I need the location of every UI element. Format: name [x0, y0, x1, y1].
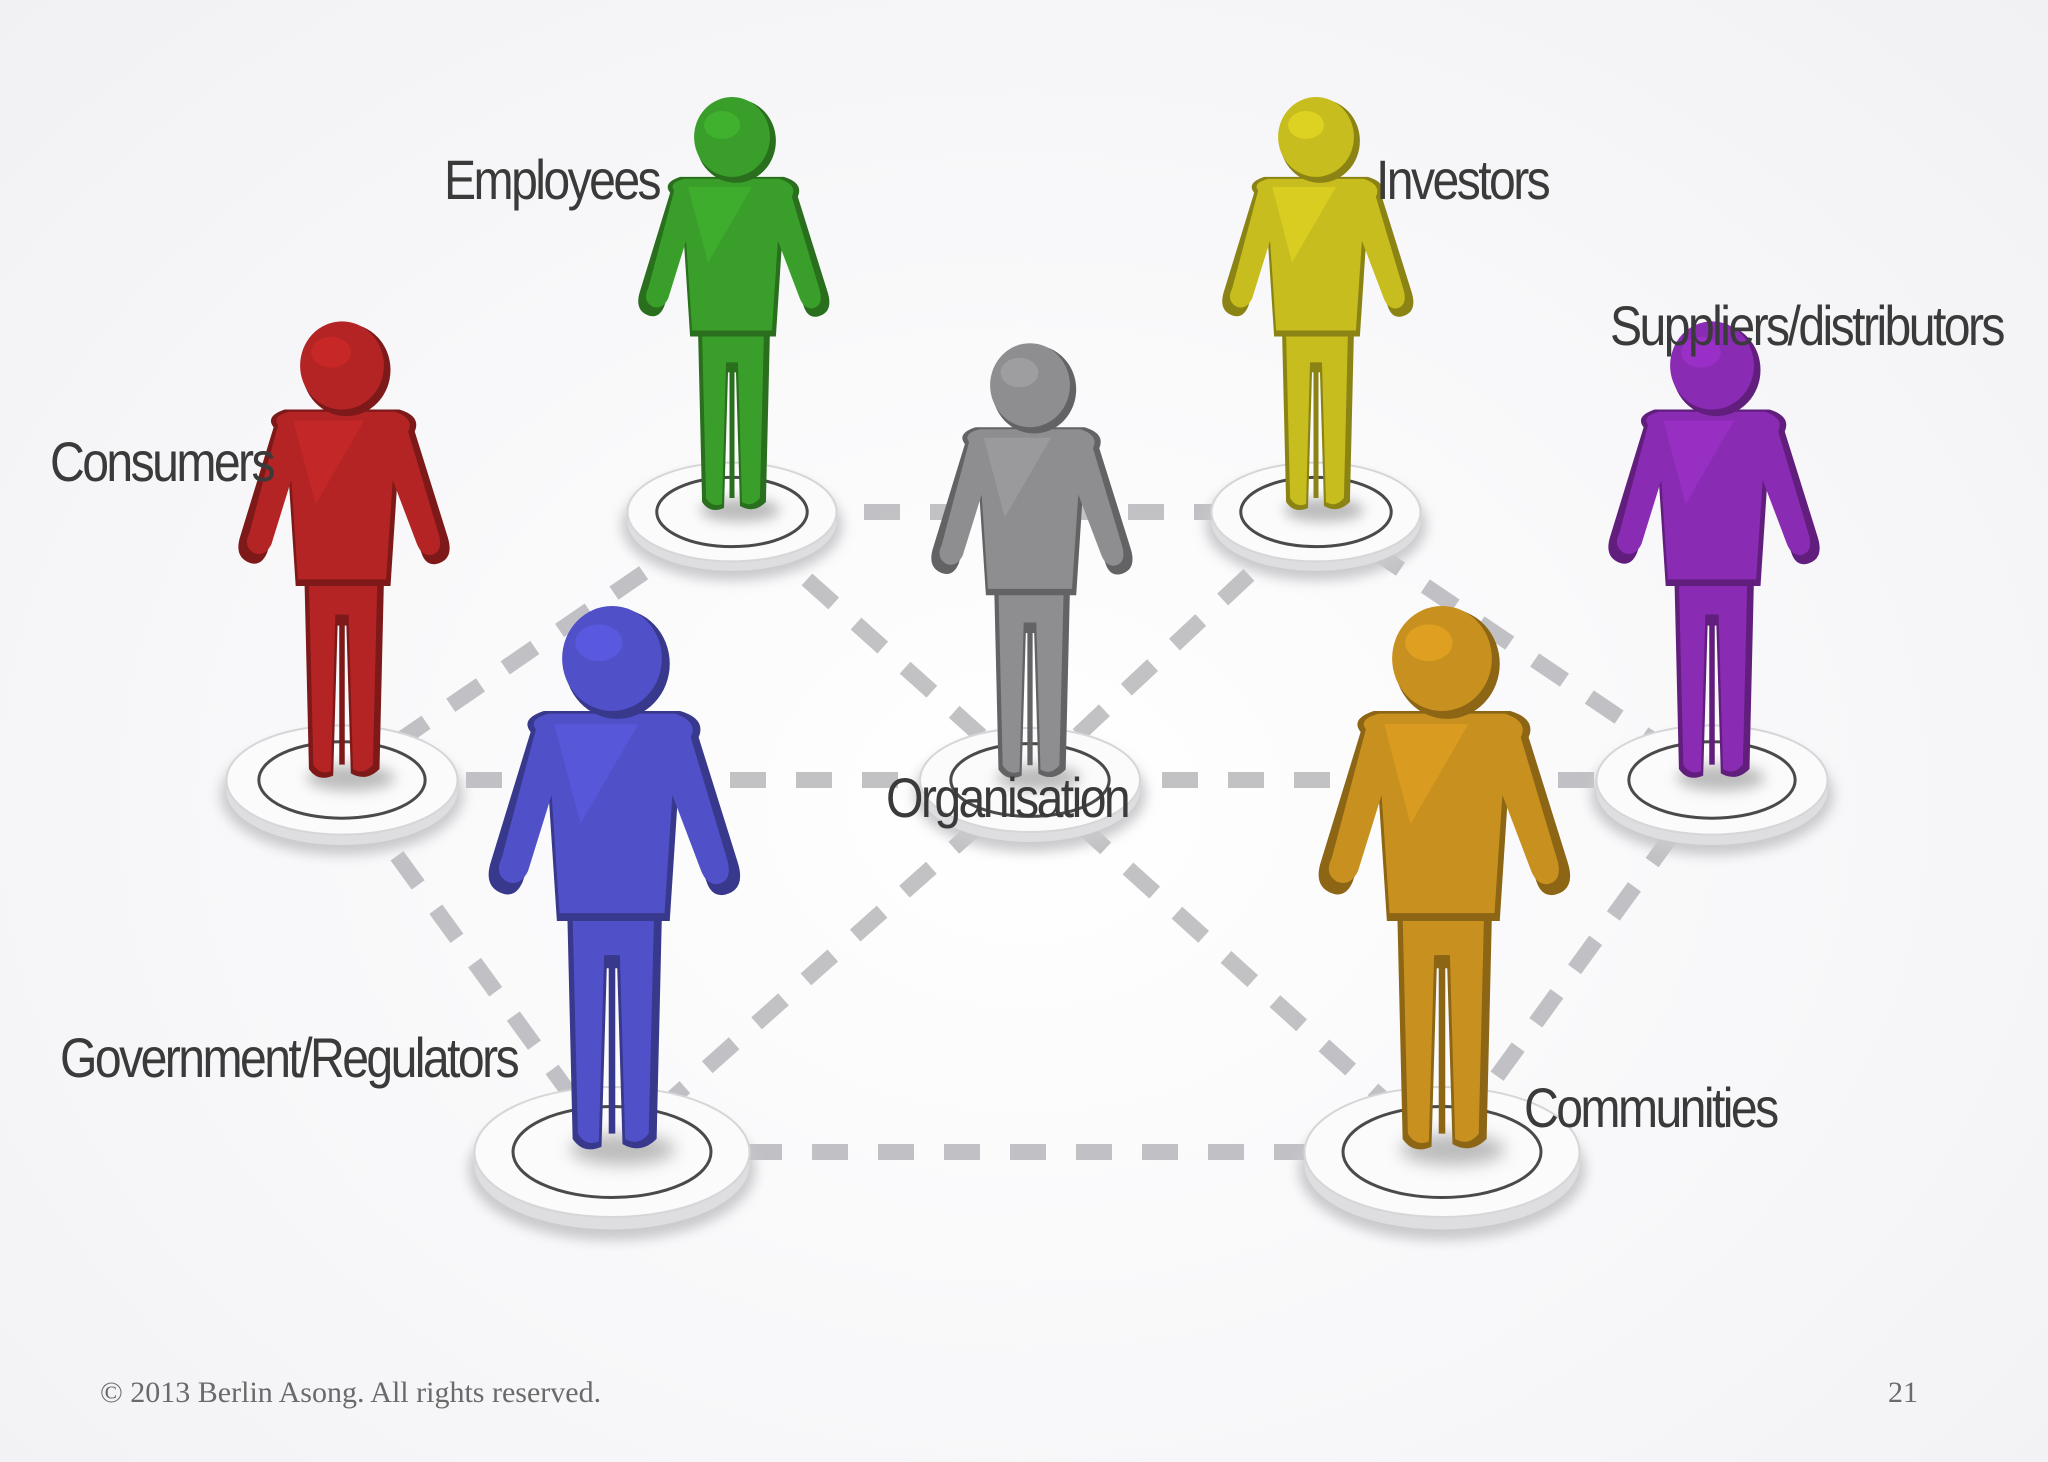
person-figure-suppliers — [1608, 321, 1820, 792]
person-figure-consumers — [238, 321, 450, 792]
label-communities: Communities — [1524, 1076, 1779, 1139]
person-figure-employees — [638, 97, 830, 522]
person-figure-center — [931, 343, 1133, 791]
person-figure-investors — [1222, 97, 1414, 522]
label-employees: Employees — [444, 148, 662, 211]
person-figure-communities — [1318, 606, 1571, 1166]
label-consumers: Consumers — [50, 430, 276, 493]
copyright-notice: © 2013 Berlin Asong. All rights reserved… — [100, 1376, 602, 1409]
label-government: Government/Regulators — [60, 1026, 520, 1089]
person-figure-government — [488, 606, 741, 1166]
label-suppliers: Suppliers/distributors — [1610, 294, 2006, 357]
page-number: 21 — [1888, 1376, 1918, 1409]
label-investors: Investors — [1376, 148, 1551, 211]
label-organisation: Organisation — [886, 766, 1131, 829]
